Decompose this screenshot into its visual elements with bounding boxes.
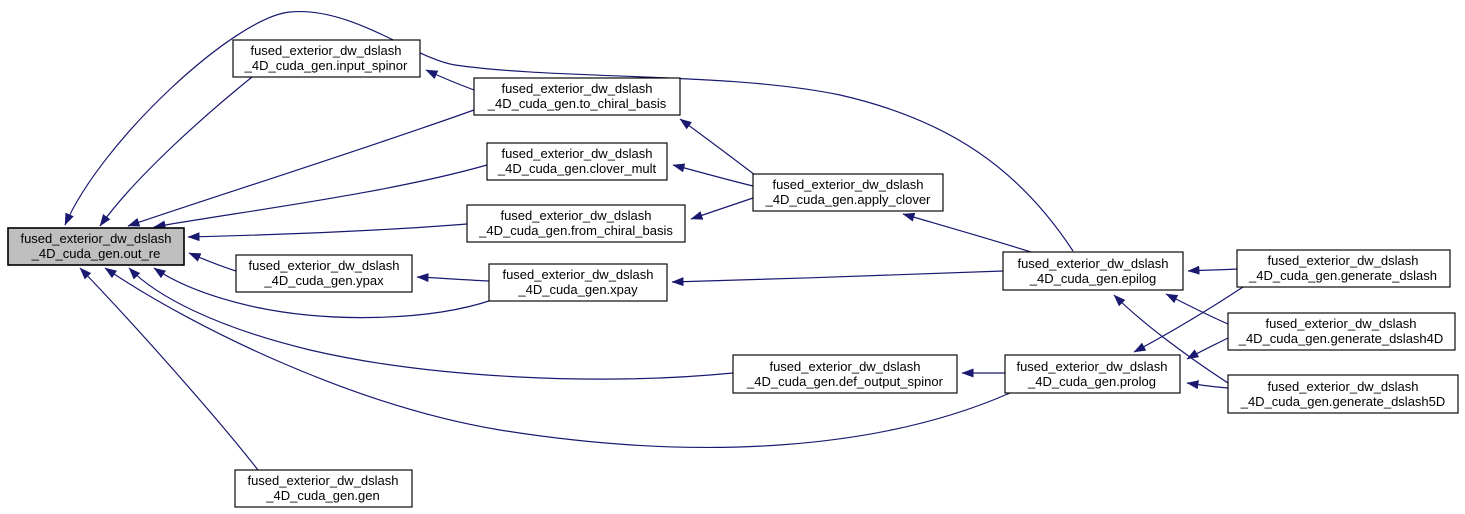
node-generate_dslash4D[interactable]: fused_exterior_dw_dslash _4D_cuda_gen.ge…	[1227, 312, 1456, 351]
node-from_chiral_basis-label-line2: _4D_cuda_gen.from_chiral_basis	[478, 223, 673, 238]
edge-ypax-to-out_re	[188, 252, 237, 272]
node-generate_dslash5D-label-line2: _4D_cuda_gen.generate_dslash5D	[1240, 394, 1446, 409]
node-xpay-box	[488, 263, 668, 302]
node-clover_mult-label-line2: _4D_cuda_gen.clover_mult	[497, 161, 657, 176]
edge-to_chiral_basis-to-input_spinor	[425, 69, 475, 91]
edge-generate_dslash4D-to-prolog	[1186, 337, 1229, 360]
edge-apply_clover-to-to_chiral_basis	[679, 118, 756, 176]
node-to_chiral_basis-box	[473, 77, 681, 116]
node-generate_dslash4D-box	[1227, 312, 1456, 351]
node-to_chiral_basis[interactable]: fused_exterior_dw_dslash _4D_cuda_gen.to…	[473, 77, 681, 116]
node-from_chiral_basis-label-line1: fused_exterior_dw_dslash	[500, 208, 651, 223]
node-ypax[interactable]: fused_exterior_dw_dslash _4D_cuda_gen.yp…	[235, 254, 413, 293]
node-gen[interactable]: fused_exterior_dw_dslash _4D_cuda_gen.ge…	[234, 469, 413, 508]
edge-apply_clover-to-clover_mult	[672, 163, 754, 187]
node-epilog[interactable]: fused_exterior_dw_dslash _4D_cuda_gen.ep…	[1002, 251, 1184, 291]
node-generate_dslash4D-label-line1: fused_exterior_dw_dslash	[1265, 316, 1416, 331]
node-gen-label-line1: fused_exterior_dw_dslash	[247, 473, 398, 488]
node-out_re[interactable]: fused_exterior_dw_dslash _4D_cuda_gen.ou…	[7, 227, 185, 266]
edge-apply_clover-to-from_chiral_basis	[690, 197, 754, 220]
node-input_spinor-box	[232, 39, 421, 78]
edge-generate_dslash4D-to-epilog	[1165, 293, 1229, 325]
node-prolog-box	[1004, 354, 1181, 394]
node-input_spinor-label-line2: _4D_cuda_gen.input_spinor	[244, 58, 408, 73]
edge-prolog-to-out_re	[104, 267, 1011, 448]
node-layer: fused_exterior_dw_dslash _4D_cuda_gen.ou…	[7, 39, 1459, 508]
node-generate_dslash5D[interactable]: fused_exterior_dw_dslash _4D_cuda_gen.ge…	[1227, 374, 1459, 414]
edge-from_chiral_basis-to-out_re	[187, 223, 468, 242]
node-prolog-label-line2: _4D_cuda_gen.prolog	[1027, 374, 1156, 389]
node-clover_mult[interactable]: fused_exterior_dw_dslash _4D_cuda_gen.cl…	[486, 142, 668, 181]
node-epilog-box	[1002, 251, 1184, 291]
node-out_re-label-line2: _4D_cuda_gen.out_re	[31, 246, 161, 261]
edge-def_output_spinor-to-out_re	[128, 267, 734, 380]
edge-to_chiral_basis-to-out_re	[127, 109, 475, 227]
edge-generate_dslash5D-to-prolog	[1186, 380, 1229, 390]
node-ypax-label-line2: _4D_cuda_gen.ypax	[263, 273, 384, 288]
node-ypax-box	[235, 254, 413, 293]
node-clover_mult-label-line1: fused_exterior_dw_dslash	[501, 146, 652, 161]
edge-input_spinor-to-out_re	[99, 76, 253, 227]
node-generate_dslash[interactable]: fused_exterior_dw_dslash _4D_cuda_gen.ge…	[1236, 249, 1451, 288]
node-def_output_spinor[interactable]: fused_exterior_dw_dslash _4D_cuda_gen.de…	[732, 354, 958, 394]
node-generate_dslash-label-line2: _4D_cuda_gen.generate_dslash	[1248, 268, 1437, 283]
edge-gen-to-out_re	[79, 267, 259, 471]
node-xpay-label-line2: _4D_cuda_gen.xpay	[517, 282, 638, 297]
node-def_output_spinor-box	[732, 354, 958, 394]
node-def_output_spinor-label-line1: fused_exterior_dw_dslash	[769, 359, 920, 374]
edge-generate_dslash5D-to-epilog	[1113, 294, 1229, 384]
node-generate_dslash-label-line1: fused_exterior_dw_dslash	[1267, 253, 1418, 268]
node-epilog-label-line1: fused_exterior_dw_dslash	[1017, 256, 1168, 271]
node-prolog[interactable]: fused_exterior_dw_dslash _4D_cuda_gen.pr…	[1004, 354, 1181, 394]
edge-clover_mult-to-out_re	[153, 164, 488, 230]
node-apply_clover-label-line2: _4D_cuda_gen.apply_clover	[765, 192, 931, 207]
node-generate_dslash4D-label-line2: _4D_cuda_gen.generate_dslash4D	[1238, 331, 1444, 346]
node-apply_clover-label-line1: fused_exterior_dw_dslash	[772, 177, 923, 192]
node-ypax-label-line1: fused_exterior_dw_dslash	[248, 258, 399, 273]
edge-xpay-to-out_re	[153, 267, 493, 319]
edge-generate_dslash-to-prolog	[1133, 286, 1244, 353]
edge-layer	[64, 10, 1244, 471]
node-out_re-box	[7, 227, 185, 266]
node-xpay[interactable]: fused_exterior_dw_dslash _4D_cuda_gen.xp…	[488, 263, 668, 302]
node-apply_clover[interactable]: fused_exterior_dw_dslash _4D_cuda_gen.ap…	[752, 173, 944, 212]
node-generate_dslash-box	[1236, 249, 1451, 288]
node-generate_dslash5D-label-line1: fused_exterior_dw_dslash	[1267, 379, 1418, 394]
node-epilog-label-line2: _4D_cuda_gen.epilog	[1029, 271, 1157, 286]
edge-epilog-to-apply_clover	[902, 212, 1032, 253]
node-def_output_spinor-label-line2: _4D_cuda_gen.def_output_spinor	[746, 374, 944, 389]
node-gen-box	[234, 469, 413, 508]
node-gen-label-line2: _4D_cuda_gen.gen	[265, 488, 380, 503]
node-to_chiral_basis-label-line1: fused_exterior_dw_dslash	[501, 81, 652, 96]
node-input_spinor-label-line1: fused_exterior_dw_dslash	[250, 43, 401, 58]
node-clover_mult-box	[486, 142, 668, 181]
node-apply_clover-box	[752, 173, 944, 212]
node-input_spinor[interactable]: fused_exterior_dw_dslash _4D_cuda_gen.in…	[232, 39, 421, 78]
edge-xpay-to-ypax	[416, 273, 490, 282]
node-from_chiral_basis[interactable]: fused_exterior_dw_dslash _4D_cuda_gen.fr…	[466, 204, 686, 243]
node-out_re-label-line1: fused_exterior_dw_dslash	[20, 231, 171, 246]
node-generate_dslash5D-box	[1227, 374, 1459, 414]
node-from_chiral_basis-box	[466, 204, 686, 243]
node-to_chiral_basis-label-line2: _4D_cuda_gen.to_chiral_basis	[487, 96, 667, 111]
edge-epilog-to-xpay	[671, 270, 1004, 287]
node-xpay-label-line1: fused_exterior_dw_dslash	[502, 267, 653, 282]
edge-epilog-to-out_re	[64, 10, 1074, 252]
edge-generate_dslash-to-epilog	[1187, 265, 1238, 275]
node-prolog-label-line1: fused_exterior_dw_dslash	[1016, 359, 1167, 374]
